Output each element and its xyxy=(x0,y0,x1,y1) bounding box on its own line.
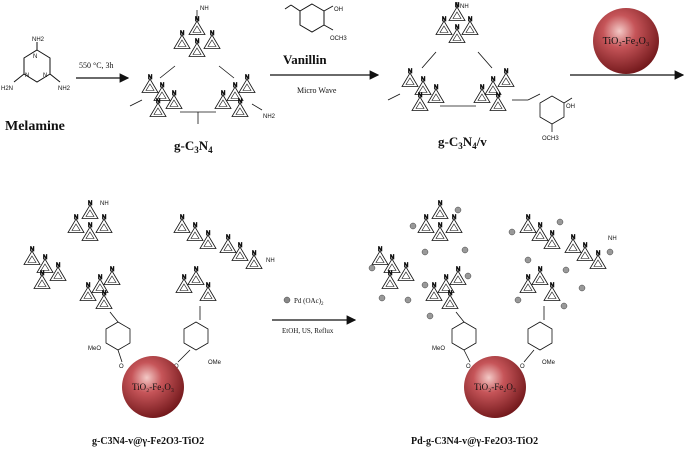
vanillin-oh-label: OH xyxy=(334,7,343,13)
microwave-label: Micro Wave xyxy=(297,86,337,95)
svg-text:N: N xyxy=(25,73,29,79)
pd-nanoparticles xyxy=(368,206,614,320)
product2-label: Pd-g-C3N4-v@γ-Fe2O3-TiO2 xyxy=(411,436,538,447)
svg-text:N: N xyxy=(43,73,47,79)
tio2-fe2o3-sphere-p2 xyxy=(464,356,526,418)
p2-meo-label: MeO xyxy=(432,346,445,352)
product2-structure xyxy=(371,200,607,363)
vanillin-och3-label: OCH3 xyxy=(330,36,347,42)
step4-condition: EtOH, US, Reflux xyxy=(282,327,334,335)
product1-structure xyxy=(23,200,263,363)
p2-nh-right: NH xyxy=(608,236,617,242)
sphere-p1-label: TiO₂-Fe₂O₃ xyxy=(132,382,174,392)
step1-condition: 550 °C, 3h xyxy=(79,61,114,70)
gcn-label: g-C3N4 xyxy=(174,138,213,155)
nh2-top-label: NH2 xyxy=(32,37,45,43)
p1-o-left: O xyxy=(119,364,124,370)
gcnv-structure xyxy=(387,2,573,132)
melamine-structure: NH2 NH2 H2N N N N xyxy=(1,37,71,92)
pd-reagent-label: Pd (OAc)2 xyxy=(294,297,324,307)
gcnv-nh-label: NH xyxy=(460,4,469,10)
gcnv-och3-label: OCH3 xyxy=(542,136,559,142)
gcn-nh-label: NH xyxy=(200,6,209,12)
gcnv-oh-label: OH xyxy=(566,104,575,110)
product1-label: g-C3N4-v@γ-Fe2O3-TiO2 xyxy=(92,436,204,447)
p2-ome-label: OMe xyxy=(542,360,556,366)
p1-nh-right: NH xyxy=(266,258,275,264)
tio2-fe2o3-sphere-p1 xyxy=(122,356,184,418)
p1-nh-left: NH xyxy=(100,201,109,207)
p2-o-left: O xyxy=(466,364,471,370)
p1-meo-label: MeO xyxy=(88,346,101,352)
h2n-left-label: H2N xyxy=(1,86,13,92)
sphere-top-label: TiO₂-Fe₂O₃ xyxy=(603,36,650,47)
sphere-p2-label: TiO₂-Fe₂O₃ xyxy=(474,382,516,392)
p2-o-right: O xyxy=(520,364,525,370)
p1-ome-label: OMe xyxy=(208,360,222,366)
gcn-structure xyxy=(129,10,263,124)
nh2-right-label: NH2 xyxy=(58,86,71,92)
pd-dot-icon xyxy=(283,296,291,304)
tio2-fe2o3-sphere-top xyxy=(593,8,659,74)
svg-text:N: N xyxy=(33,54,37,60)
vanillin-label: Vanillin xyxy=(283,52,327,67)
melamine-label: Melamine xyxy=(5,119,65,134)
gcn-nh2-label: NH2 xyxy=(263,114,276,120)
vanillin-structure xyxy=(284,3,334,33)
gcnv-label: g-C3N4/v xyxy=(438,134,487,151)
